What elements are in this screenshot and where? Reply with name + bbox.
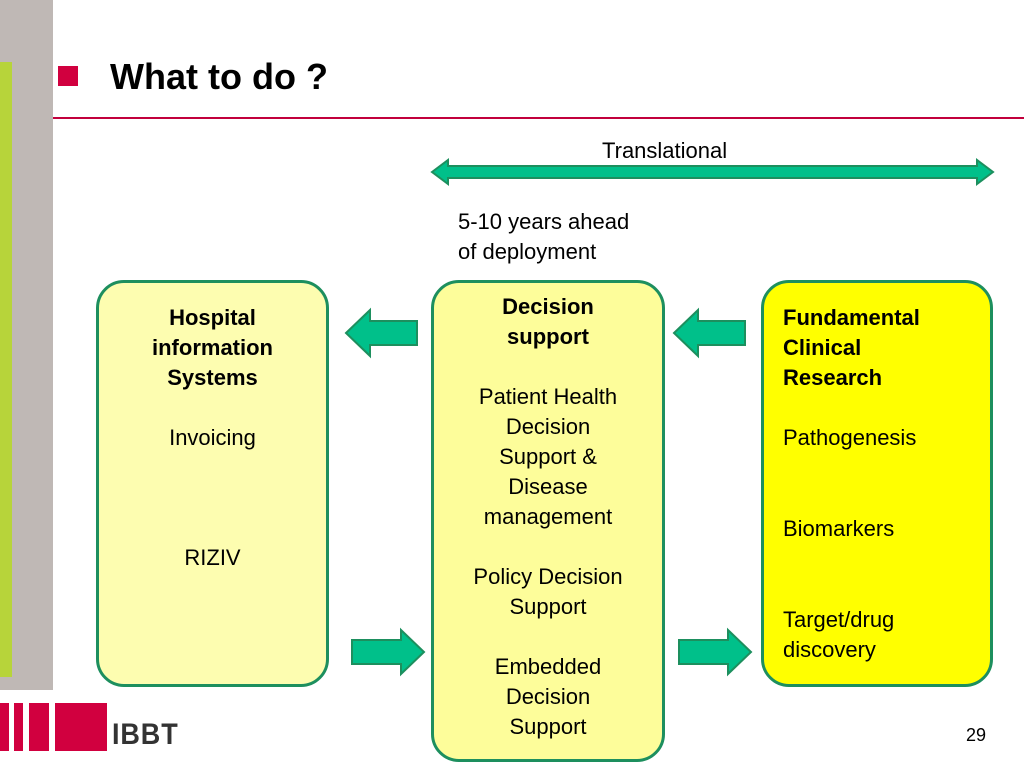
box-item: Target/drug discovery (783, 607, 895, 662)
left-decor-strip-green (0, 62, 12, 677)
logo-text: IBBT (112, 718, 179, 751)
box-heading: Hospital information Systems (152, 305, 273, 390)
arrow-left-icon (344, 307, 418, 359)
title-divider (53, 117, 1024, 119)
box-item: Invoicing (169, 425, 256, 450)
box-item: Biomarkers (783, 516, 895, 541)
box-item: Embedded Decision Support (494, 654, 602, 739)
hospital-systems-box: Hospital information Systems Invoicing R… (96, 280, 329, 687)
arrow-left-icon (672, 307, 746, 359)
box-item: Policy Decision Support (473, 564, 623, 619)
arrow-right-icon (351, 627, 426, 677)
box-heading: Decision support (502, 294, 594, 349)
box-item: Pathogenesis (783, 425, 917, 450)
years-ahead-label: 5-10 years ahead of deployment (458, 209, 630, 264)
box-item: RIZIV (184, 545, 241, 570)
title-bullet-icon (58, 66, 78, 86)
fundamental-research-box: Fundamental Clinical Research Pathogenes… (761, 280, 993, 687)
decision-support-box: Decision support Patient Health Decision… (431, 280, 665, 762)
box-item: Patient Health Decision Support & Diseas… (478, 384, 618, 529)
box-heading: Fundamental Clinical Research (783, 305, 920, 390)
arrow-right-icon (678, 627, 753, 677)
slide-title: What to do ? (110, 56, 328, 97)
translational-label: Translational (602, 138, 728, 163)
page-number: 29 (966, 725, 987, 745)
